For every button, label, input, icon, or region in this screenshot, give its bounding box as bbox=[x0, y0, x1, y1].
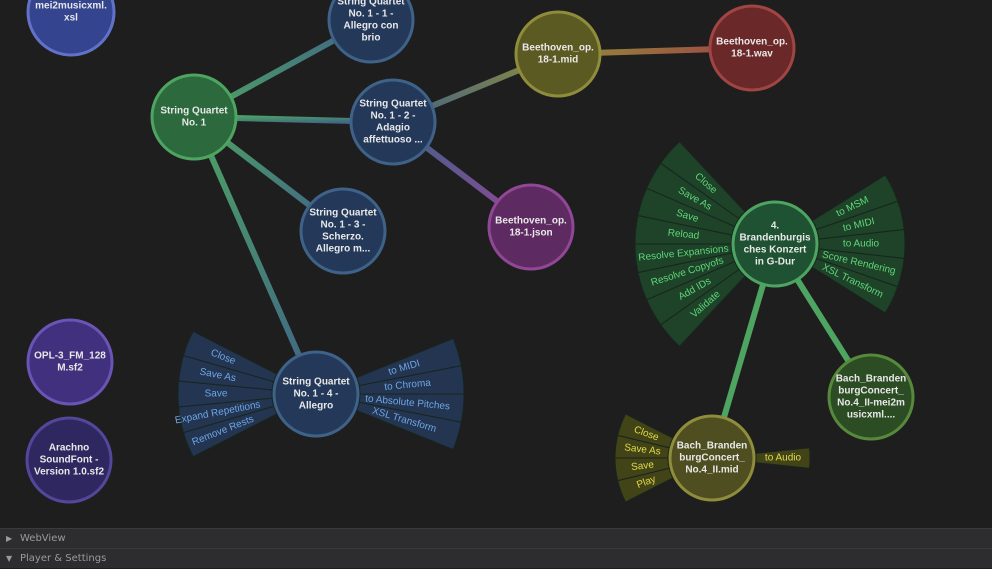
node-label-line: xsl bbox=[64, 13, 78, 24]
menu-item-resolve-expansions[interactable]: Resolve Expansions bbox=[634, 243, 733, 274]
node-label-line: Allegro bbox=[299, 401, 333, 412]
webview-label: WebView bbox=[20, 533, 66, 544]
node-label-line: Adagio bbox=[376, 123, 410, 134]
node-label-line: Bach_Branden bbox=[836, 374, 907, 385]
node-beet-wav[interactable]: Beethoven_op.18-1.wav bbox=[708, 4, 796, 92]
node-label-line: Brandenburgis bbox=[739, 233, 811, 244]
node-mei2musicxml[interactable]: mei2musicxml.xsl bbox=[26, 0, 116, 57]
node-label-line: Scherzo. bbox=[322, 232, 364, 243]
menu-item-to-midi[interactable]: to MIDI bbox=[815, 200, 905, 240]
menu-item-save-as[interactable]: Save As bbox=[614, 434, 670, 459]
node-label-line: Beethoven_op. bbox=[522, 43, 594, 54]
node-label-line: 18-1.mid bbox=[538, 55, 579, 66]
menu-item-label: to Audio bbox=[843, 239, 880, 250]
node-label-line: String Quartet bbox=[160, 106, 228, 117]
node-label-line: No. 1 - 4 - bbox=[293, 389, 338, 400]
menu-item-save[interactable]: Save bbox=[614, 457, 670, 482]
menu-item-save-as[interactable]: Save As bbox=[178, 354, 275, 391]
menu-item-label: Reload bbox=[667, 228, 700, 242]
node-label-line: 18-1.wav bbox=[731, 49, 773, 60]
menu-item-close[interactable]: Close bbox=[182, 330, 278, 383]
node-label-line: No.4_II-mei2m bbox=[837, 398, 905, 409]
webview-panel-header[interactable]: ▶ WebView bbox=[0, 528, 992, 548]
node-label-line: Allegro con bbox=[343, 21, 398, 32]
node-label-line: No. 1 bbox=[182, 118, 207, 129]
node-label-line: mei2musicxml. bbox=[35, 1, 107, 12]
bach-right-radial-menu: to Audio bbox=[755, 447, 811, 469]
menu-item-close[interactable]: Close bbox=[617, 413, 674, 449]
expand-arrow-icon: ▶ bbox=[6, 534, 13, 543]
menu-item-label: Save bbox=[631, 460, 655, 474]
node-label-line: Beethoven_op. bbox=[495, 216, 567, 227]
node-label-line: OPL-3_FM_128 bbox=[34, 351, 106, 362]
node-label-line: burgConcert_ bbox=[679, 453, 745, 464]
node-label-line: Allegro m... bbox=[316, 244, 371, 255]
node-label-line: Arachno bbox=[49, 443, 90, 454]
menu-item-add-ids[interactable]: Add IDs bbox=[645, 260, 740, 326]
node-beet-json[interactable]: Beethoven_op.18-1.json bbox=[487, 183, 575, 271]
node-label-line: 18-1.json bbox=[509, 228, 552, 239]
player-settings-panel-header[interactable]: ▼ Player & Settings bbox=[0, 548, 992, 568]
menu-item-label: Save As bbox=[624, 442, 662, 457]
node-label-line: String Quartet bbox=[309, 208, 377, 219]
node-label-line: No. 1 - 2 - bbox=[370, 111, 415, 122]
node-label-line: brio bbox=[362, 33, 381, 44]
node-beet-mid[interactable]: Beethoven_op.18-1.mid bbox=[514, 10, 602, 98]
node-label-line: SoundFont - bbox=[40, 455, 99, 466]
node-label-line: Bach_Branden bbox=[677, 441, 748, 452]
menu-item-label: Save bbox=[205, 389, 228, 400]
node-label-line: in G-Dur bbox=[755, 257, 795, 268]
edge-sq1-sq1-4 bbox=[191, 115, 319, 396]
player-settings-label: Player & Settings bbox=[20, 553, 107, 564]
node-label-line: No. 1 - 1 - bbox=[348, 9, 393, 20]
node-label-line: ches Konzert bbox=[744, 245, 807, 256]
collapse-arrow-icon: ▼ bbox=[6, 554, 13, 563]
node-label-line: Beethoven_op. bbox=[716, 37, 788, 48]
menu-item-to-audio[interactable]: to Audio bbox=[755, 447, 811, 469]
menu-item-save[interactable]: Save bbox=[637, 187, 736, 236]
menu-item-label: to Audio bbox=[765, 453, 802, 464]
node-label-line: String Quartet bbox=[282, 377, 350, 388]
menu-item-label: to Chroma bbox=[384, 378, 432, 393]
node-label-line: usicxml.... bbox=[847, 410, 896, 421]
node-label-line: String Quartet bbox=[359, 99, 427, 110]
node-label-line: Version 1.0.sf2 bbox=[34, 467, 104, 478]
node-label-line: M.sf2 bbox=[57, 363, 83, 374]
node-label-line: No.4_II.mid bbox=[685, 465, 738, 476]
node-label-line: 4. bbox=[771, 221, 780, 232]
node-label-line: No. 1 - 3 - bbox=[320, 220, 365, 231]
node-bach-xml[interactable]: Bach_BrandenburgConcert_No.4_II-mei2musi… bbox=[827, 353, 915, 441]
node-label-line: burgConcert_ bbox=[838, 386, 904, 397]
node-label-line: affettuoso ... bbox=[363, 135, 423, 146]
node-label-line: String Quartet bbox=[337, 0, 405, 8]
